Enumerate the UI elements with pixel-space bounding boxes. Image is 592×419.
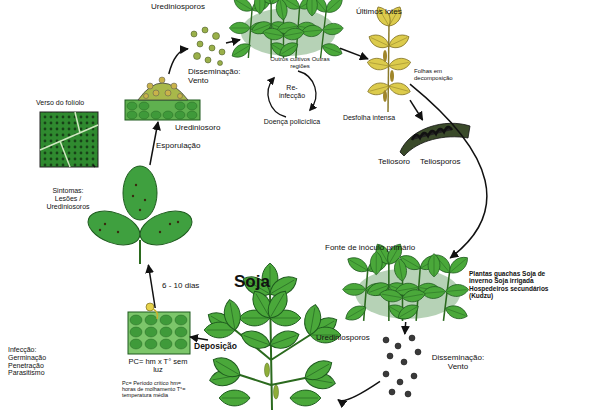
cycle-arrow — [410, 100, 423, 120]
stage-label: Doença policíclica — [250, 118, 334, 126]
cycle-stage: UrediniosporosDisseminação: Vento — [380, 334, 425, 398]
stage-label: Urediniosporos — [316, 334, 378, 343]
cycle-arrow — [93, 165, 95, 167]
cycle-stage: Outros cultivos Outras regiões — [240, 0, 340, 58]
cycle-arrow — [190, 337, 208, 340]
stage-label: Folhas em decomposição — [414, 68, 462, 81]
stage-label: Desfolha intensa — [338, 114, 400, 122]
cycle-arrow — [340, 48, 368, 59]
cycle-arrow — [338, 381, 380, 400]
cycle-stage: TeliosoroTeliosporos — [398, 120, 470, 156]
stage-label: Pc= Período crítico hm= horas de molhame… — [122, 380, 188, 398]
cycle-arrow — [404, 322, 406, 334]
cycle-stage: UrediniosporosDisseminação: Vento — [188, 28, 226, 66]
arrow-label: 6 - 10 dias — [162, 282, 199, 291]
cycle-arrow — [150, 122, 158, 165]
stage-label: Teliosporos — [420, 158, 475, 167]
cycle-stage: Verso do folíolo — [40, 112, 98, 167]
cycle-arrow — [148, 265, 155, 308]
stage-label: Urediniosporos — [143, 3, 213, 12]
stage-label: Teliosoro — [378, 158, 418, 167]
stage-label: Infecção: Germinação Penetração Parasiti… — [8, 346, 60, 377]
arrow-label: Deposição — [194, 342, 237, 351]
cycle-stage: Re- infecçãoDoença policíclica — [272, 72, 312, 116]
cycle-stage: Sintomas: Lesões / Urediniosoros — [88, 165, 193, 265]
cycle-arrow — [410, 84, 487, 258]
stage-label: Outros cultivos Outras regiões — [270, 56, 330, 69]
stage-label: Fonte de inóculo primário — [325, 244, 455, 253]
stage-label: Disseminação: Vento — [188, 68, 250, 86]
stage-label: Sintomas: Lesões / Urediniosoros — [42, 187, 94, 210]
arrow-label: Esporulação — [156, 142, 200, 151]
stage-label: Disseminação: Vento — [428, 354, 488, 372]
stage-label: Últimos lotes — [356, 8, 426, 17]
stage-label: Plantas guachas Soja de inverno Soja irr… — [469, 270, 563, 299]
stage-label: Verso do folíolo — [36, 99, 106, 107]
stage-label: Urediniosoro — [175, 124, 235, 133]
cycle-stage: Fonte de inóculo primárioPlantas guachas… — [350, 258, 466, 322]
cycle-arrow — [226, 40, 240, 43]
stage-label: PC= hm x T° sem luz — [124, 358, 192, 375]
cycle-arrow — [169, 49, 188, 74]
cycle-stage: Infecção: Germinação Penetração Parasiti… — [128, 308, 190, 356]
cycle-stage: Últimos lotesFolhas em decomposiçãoDesfo… — [368, 22, 410, 112]
stage-label: Re- infecção — [277, 84, 307, 100]
stage-label: Soja — [234, 272, 294, 291]
